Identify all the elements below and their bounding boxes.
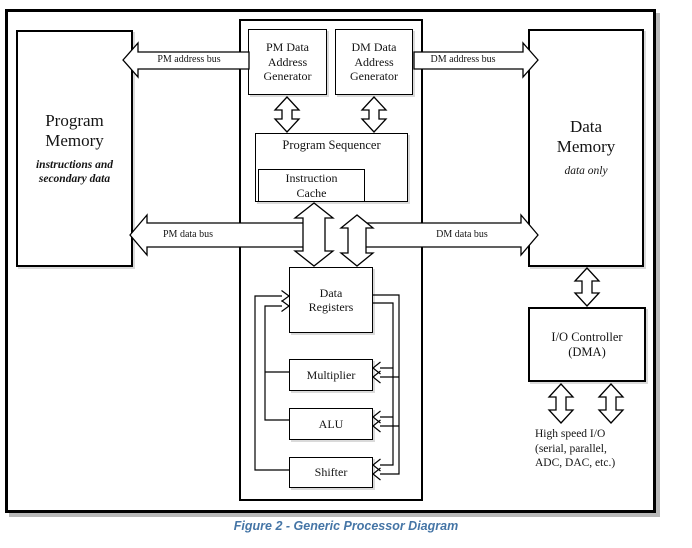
pm-data-bus-label: PM data bus	[163, 229, 213, 240]
program-memory-note: instructions and secondary data	[35, 159, 114, 185]
multiplier-box: Multiplier	[289, 359, 373, 391]
data-memory-note: data only	[564, 165, 608, 178]
data-registers-label: Data Registers	[308, 285, 354, 315]
dm-dag-label: DM Data Address Generator	[350, 40, 398, 84]
multiplier-label: Multiplier	[306, 367, 356, 382]
alu-box: ALU	[289, 408, 373, 440]
instruction-cache-label: Instruction Cache	[285, 171, 338, 200]
data-memory-box: Data Memory data only	[528, 29, 644, 267]
program-memory-box: Program Memory instructions and secondar…	[16, 30, 133, 267]
io-controller-box: I/O Controller (DMA)	[528, 307, 646, 382]
dm-data-address-generator-box: DM Data Address Generator	[335, 29, 413, 95]
instruction-cache-box: Instruction Cache	[258, 169, 365, 202]
program-sequencer-label: Program Sequencer	[282, 138, 381, 152]
data-registers-box: Data Registers	[289, 267, 373, 333]
program-memory-title: Program Memory	[45, 111, 104, 150]
dm-address-bus-label: DM address bus	[430, 54, 496, 65]
high-speed-io-note: High speed I/O (serial, parallel, ADC, D…	[535, 428, 616, 469]
shifter-box: Shifter	[289, 457, 373, 488]
pm-data-address-generator-box: PM Data Address Generator	[248, 29, 327, 95]
shifter-label: Shifter	[314, 465, 348, 480]
pm-address-bus-label: PM address bus	[157, 54, 221, 65]
alu-label: ALU	[318, 416, 344, 431]
figure-caption: Figure 2 - Generic Processor Diagram	[233, 519, 459, 533]
io-controller-label: I/O Controller (DMA)	[551, 329, 623, 359]
data-memory-title: Data Memory	[556, 117, 616, 157]
dm-data-bus-label: DM data bus	[436, 229, 488, 240]
pm-dag-label: PM Data Address Generator	[263, 40, 312, 84]
